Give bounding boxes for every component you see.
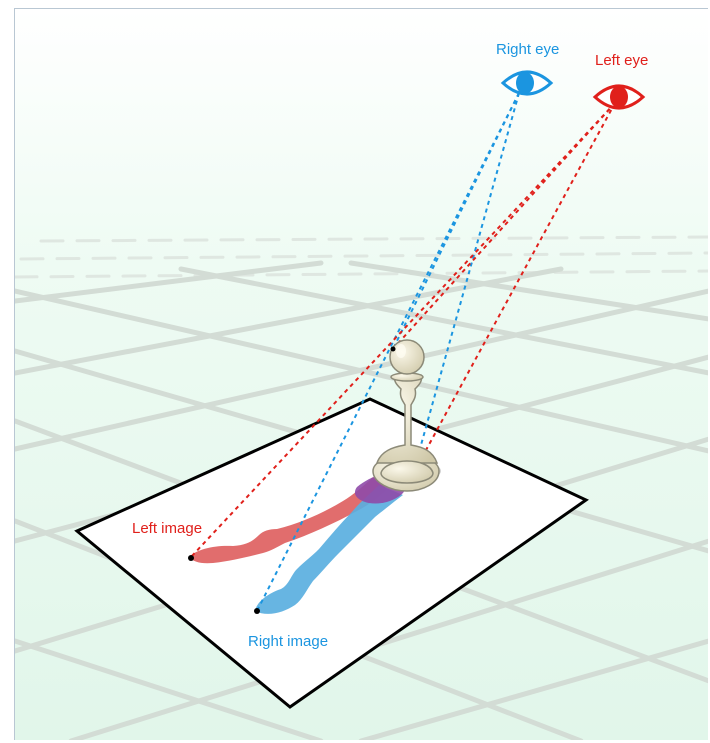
right-image-point: [254, 608, 260, 614]
right-eye-label: Right eye: [496, 41, 559, 58]
stereo-vision-diagram: Right eye Left eye Left image Right imag…: [15, 9, 708, 740]
diagram-frame: Right eye Left eye Left image Right imag…: [14, 8, 708, 740]
right-image-label: Right image: [248, 633, 328, 650]
left-eye-label: Left eye: [595, 52, 648, 69]
left-image-label: Left image: [132, 520, 202, 537]
pawn-top-point: [391, 347, 396, 352]
left-image-point: [188, 555, 194, 561]
